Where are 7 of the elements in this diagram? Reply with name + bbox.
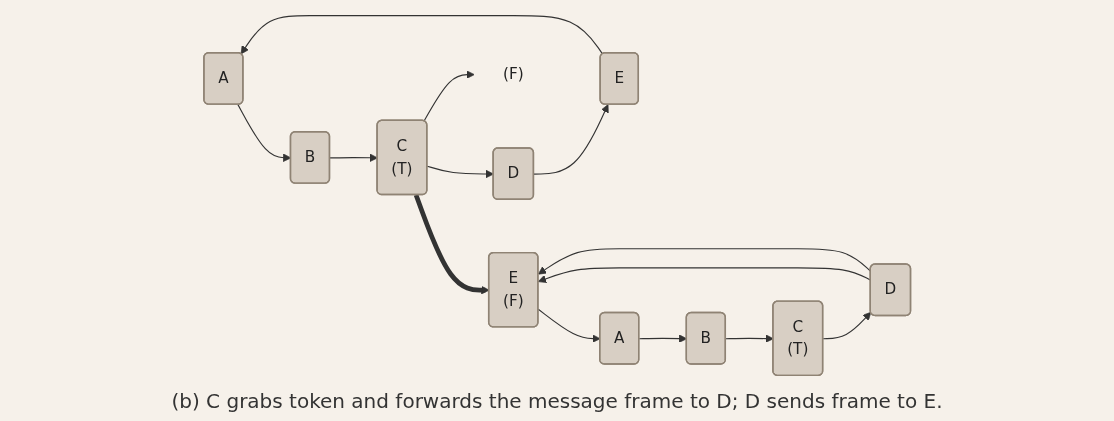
arrow — [638, 334, 687, 343]
arrow — [240, 15, 603, 55]
arrow — [533, 104, 609, 175]
arrow — [822, 311, 871, 340]
caption: (b) C grabs token and forwards the message frame to D; D sends frame to E. — [171, 389, 943, 413]
arrow — [423, 70, 475, 122]
node-text: (F) — [502, 65, 524, 84]
